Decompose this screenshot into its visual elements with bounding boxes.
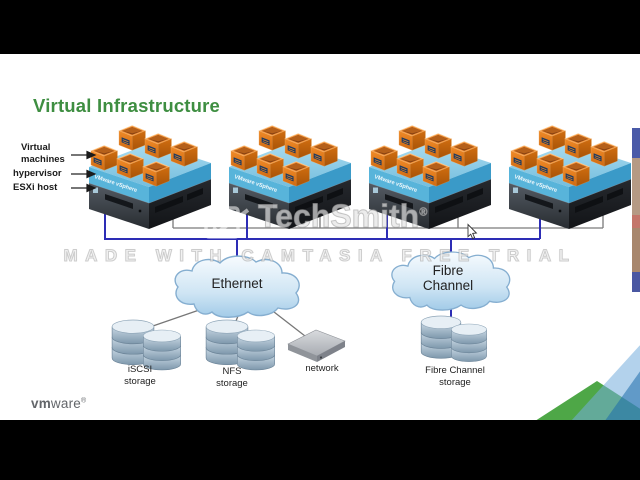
esxi-host-1: [89, 126, 211, 229]
iscsi-storage-icon: [112, 320, 181, 370]
label-nfs: NFS: [222, 366, 242, 377]
label-virtual-machines-line2: machines: [21, 154, 65, 165]
esxi-host-3: [369, 126, 491, 229]
vmware-logo-vm: vm: [31, 396, 51, 411]
label-fc-storage-line2: storage: [439, 377, 471, 388]
host-network-lines: [172, 214, 604, 229]
letterbox-bar-top: [0, 0, 640, 54]
letterbox-bar-bottom: [0, 420, 640, 480]
label-channel: Channel: [422, 278, 474, 293]
label-iscsi-storage: storage: [124, 376, 156, 387]
label-network: network: [305, 363, 339, 374]
label-fc-storage-line1: Fibre Channel: [425, 365, 485, 376]
label-ethernet: Ethernet: [211, 276, 263, 291]
label-virtual-machines-line1: Virtual: [21, 142, 51, 153]
annotation-arrows: [71, 150, 97, 193]
esxi-host-4: [509, 126, 631, 229]
network-switch-icon: [287, 329, 346, 362]
mouse-cursor: [467, 223, 478, 240]
nfs-storage-icon: [206, 320, 275, 370]
label-esxi-host: ESXi host: [13, 182, 58, 193]
vmware-registered-mark: ®: [80, 397, 87, 405]
vmware-logo: vmware®: [31, 396, 86, 411]
label-hypervisor: hypervisor: [13, 168, 62, 179]
esxi-host-2: [229, 126, 351, 229]
vmware-logo-ware: ware: [50, 396, 81, 411]
corner-accent-triangles: [518, 345, 640, 432]
label-fibre: Fibre: [432, 263, 464, 278]
label-iscsi: iSCSI: [127, 364, 153, 375]
fibre-channel-storage-icon: [421, 316, 486, 362]
label-nfs-storage: storage: [216, 378, 248, 389]
slide-title: Virtual Infrastructure: [33, 95, 221, 116]
